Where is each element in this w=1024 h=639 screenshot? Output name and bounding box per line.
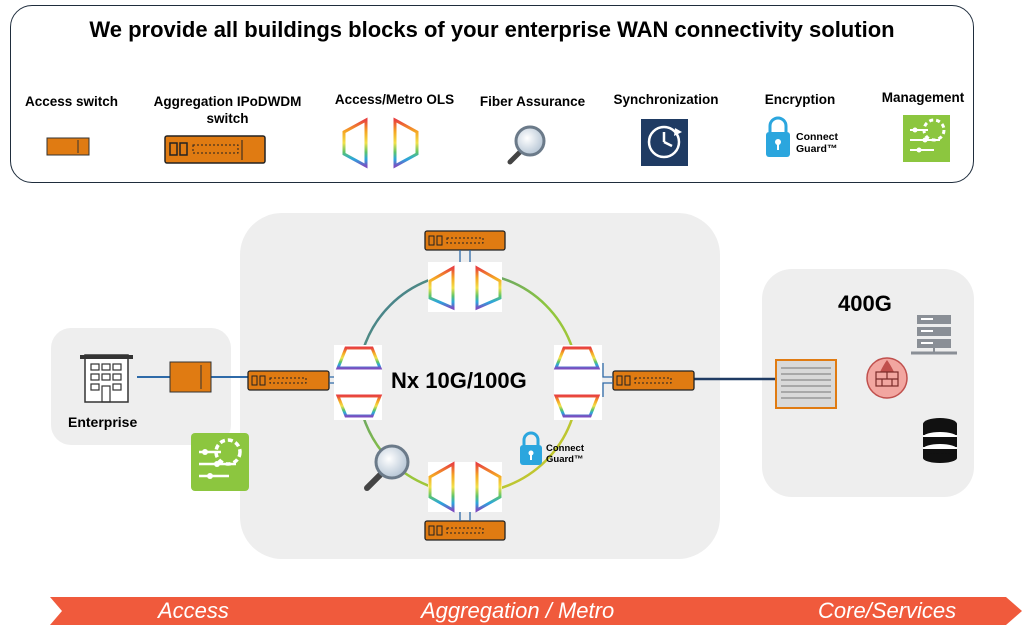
- firewall-icon: [866, 357, 908, 399]
- clock-sync-icon: [641, 119, 688, 166]
- agg-switch-top: [424, 230, 506, 251]
- legend-label-aggregation-switch: Aggregation IPoDWDM switch: [153, 94, 302, 126]
- connect-guard-legend-text: Connect Guard™: [796, 131, 838, 155]
- legend-label-synchronization: Synchronization: [613, 92, 719, 107]
- access-switch-icon: [46, 137, 90, 156]
- legend-label-fiber-assurance: Fiber Assurance: [479, 94, 586, 109]
- legend-label-encryption: Encryption: [764, 92, 836, 107]
- legend-label-management: Management: [881, 90, 965, 105]
- agg-switch-left: [247, 370, 330, 391]
- connect-guard-ring-line2: Guard™: [546, 454, 584, 465]
- agg-switch-bottom: [424, 520, 506, 541]
- enterprise-access-switch: [169, 361, 212, 393]
- connect-guard-ring-text: Connect Guard™: [546, 443, 584, 465]
- diagram-title: We provide all buildings blocks of your …: [89, 17, 895, 42]
- stage-label-access: Access: [158, 598, 229, 623]
- stage-arrow: [50, 597, 1022, 625]
- connect-guard-line1: Connect: [796, 131, 838, 143]
- ols-bottom: [428, 461, 502, 513]
- connect-guard-line2: Guard™: [796, 143, 838, 155]
- enterprise-management-icon: [191, 433, 249, 491]
- core-capacity-label: 400G: [838, 291, 892, 316]
- padlock-icon: [766, 116, 790, 157]
- ols-left: [334, 345, 383, 420]
- magnifier-icon: [507, 125, 546, 165]
- stage-label-aggregation: Aggregation / Metro: [421, 598, 615, 623]
- enterprise-label: Enterprise: [68, 414, 138, 430]
- legend-label-access-switch: Access switch: [24, 94, 119, 109]
- aggregation-switch-icon: [164, 135, 266, 164]
- server-icon: [911, 315, 957, 355]
- core-router-icon: [775, 359, 837, 409]
- ring-capacity-label: Nx 10G/100G: [391, 368, 527, 393]
- gear-sliders-icon: [903, 115, 950, 162]
- stage-label-core: Core/Services: [818, 598, 957, 623]
- building-icon: [80, 354, 133, 403]
- ols-right: [553, 345, 602, 420]
- ols-icon: [342, 117, 419, 169]
- agg-switch-right: [612, 370, 695, 391]
- database-icon: [923, 418, 957, 463]
- connect-guard-ring-line1: Connect: [546, 443, 584, 454]
- legend-label-ols: Access/Metro OLS: [334, 92, 455, 107]
- ring-magnifier-icon: [364, 444, 410, 491]
- ols-top: [428, 262, 502, 312]
- ring-padlock-icon: [520, 431, 542, 465]
